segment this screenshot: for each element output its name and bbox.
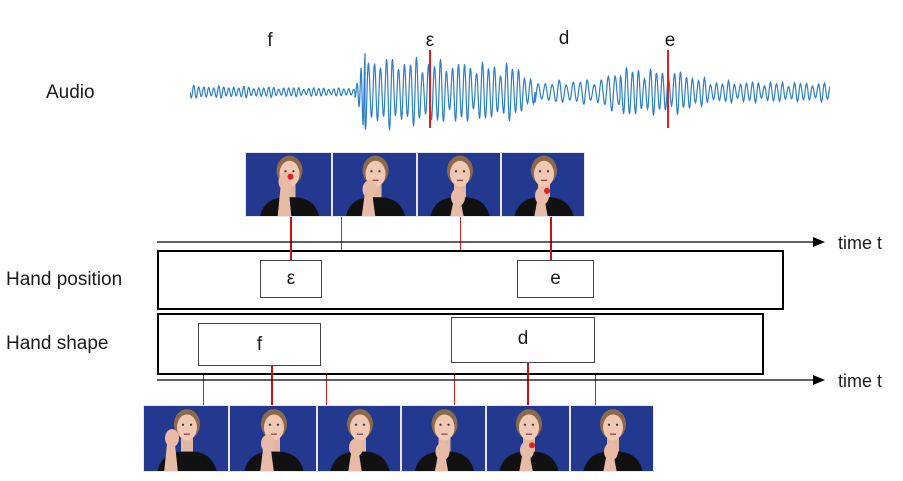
position-marker-line-1 (290, 217, 292, 260)
video-frame-shape-5 (486, 405, 570, 472)
time-axis-top-arrowhead (813, 237, 825, 247)
position-marker-line-3 (460, 217, 461, 250)
hand-position-box-e: e (517, 260, 594, 298)
audio-waveform (190, 50, 830, 131)
position-marker-line-4 (550, 217, 552, 260)
phoneme-label-f: f (267, 30, 273, 51)
time-axis-top-label: time t (838, 233, 883, 253)
shape-marker-line-4 (454, 375, 455, 405)
video-frame-shape-4 (401, 405, 486, 472)
shape-marker-line-1 (203, 375, 204, 405)
audio-label: Audio (46, 82, 95, 103)
shape-marker-line-6 (595, 375, 596, 405)
video-frame-shape-2 (229, 405, 317, 472)
video-frame-position-2 (332, 152, 417, 217)
shape-marker-line-5 (527, 363, 529, 405)
video-frame-shape-1 (143, 405, 229, 472)
video-frame-shape-3 (317, 405, 401, 472)
time-axis-bottom-arrowhead (813, 375, 825, 385)
time-axis-bottom-label: time t (838, 371, 883, 391)
video-frame-shape-6 (570, 405, 654, 472)
phoneme-label-epsilon: ε (425, 30, 435, 51)
video-frame-position-3 (417, 152, 501, 217)
phoneme-label-e: e (664, 30, 676, 51)
waveform-signal (190, 53, 830, 131)
shape-marker-line-2 (271, 366, 273, 405)
hand-position-label: Hand position (6, 269, 123, 290)
phoneme-label-d: d (558, 28, 570, 49)
video-frame-position-1 (245, 152, 332, 217)
position-marker-line-2 (341, 217, 342, 250)
shape-marker-line-3 (326, 375, 327, 405)
video-frame-position-4 (501, 152, 585, 217)
hand-shape-label: Hand shape (6, 333, 109, 354)
hand-shape-box-f: f (198, 323, 321, 366)
hand-position-box-epsilon: ε (260, 260, 322, 298)
hand-shape-box-d: d (451, 317, 595, 363)
